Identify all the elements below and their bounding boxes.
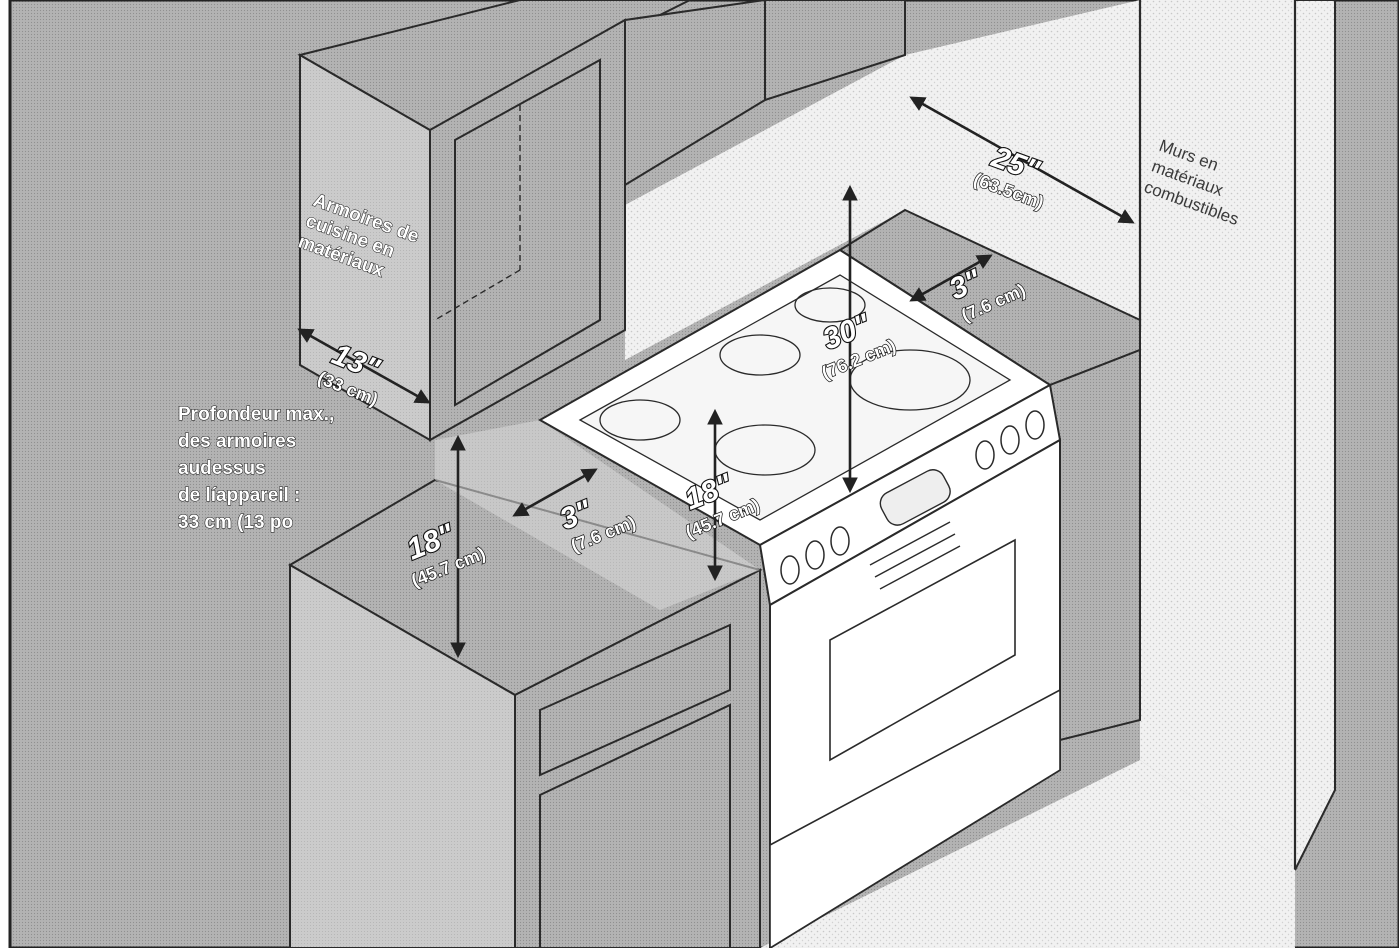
dimension-arrows	[297, 96, 1135, 659]
range	[537, 248, 1062, 948]
svg-text:des armoires: des armoires	[178, 431, 296, 452]
oven-door-window	[829, 538, 1016, 762]
arrow-3-right	[909, 254, 993, 302]
arrow-3-left	[512, 468, 598, 517]
svg-text:33 cm (13 po: 33 cm (13 po	[178, 512, 293, 533]
oven-drawer	[769, 688, 1061, 948]
combustible-wall	[1140, 0, 1295, 870]
arrow-25	[909, 96, 1135, 224]
arrow-13	[297, 328, 431, 404]
svg-text:audessus: audessus	[178, 458, 266, 479]
svg-text:Profondeur max.,: Profondeur max.,	[178, 404, 334, 425]
svg-text:de líappareil :: de líappareil :	[178, 485, 300, 506]
profondeur-note: Profondeur max., des armoires audessus d…	[178, 404, 335, 534]
